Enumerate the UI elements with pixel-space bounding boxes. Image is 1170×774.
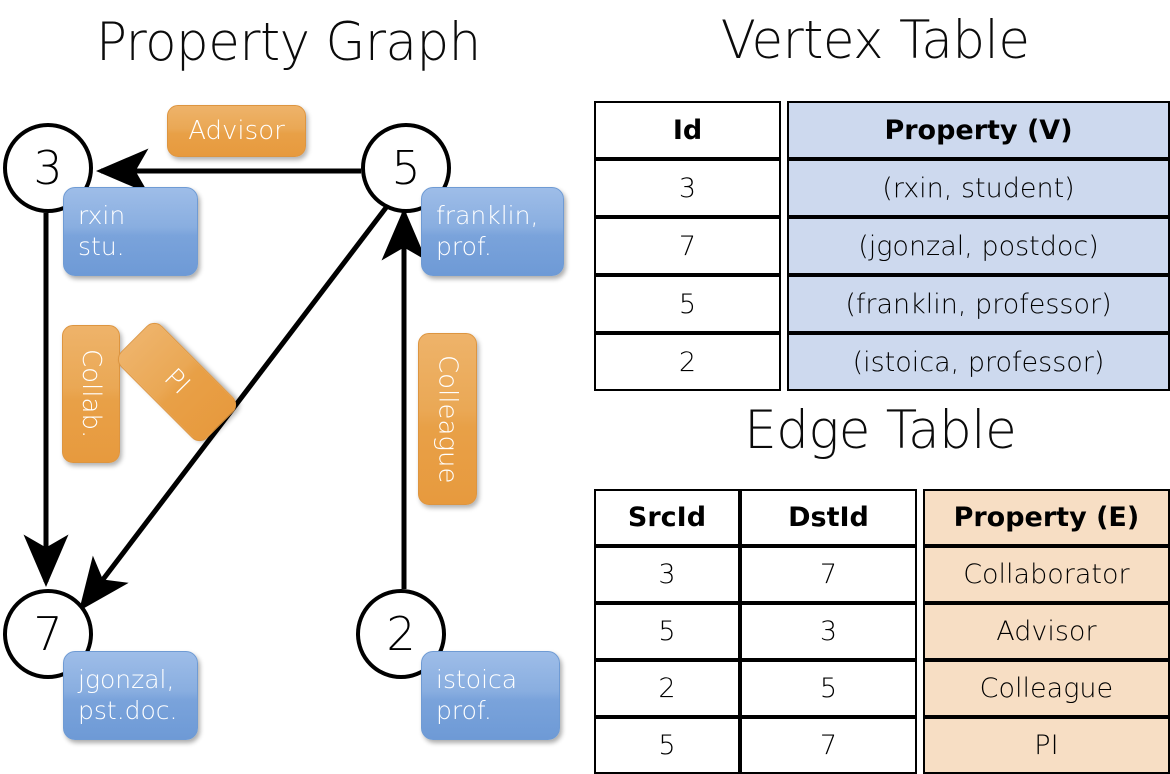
column-gap <box>917 603 923 660</box>
column-gap <box>781 333 787 391</box>
table-row[interactable]: 5 (franklin, professor) <box>594 275 1170 333</box>
vertex-label: 5 <box>391 141 421 195</box>
table-header-row: Id Property (V) <box>594 101 1170 159</box>
edge-label-text: Advisor <box>188 116 285 146</box>
cell-property: (franklin, professor) <box>787 275 1170 333</box>
column-gap <box>781 101 787 159</box>
column-gap <box>917 546 923 603</box>
table-row[interactable]: 2 (istoica, professor) <box>594 333 1170 391</box>
edge-label-text: Collab. <box>76 349 106 439</box>
edge-label-text: PI <box>158 363 196 401</box>
cell-property: Collaborator <box>922 546 1170 603</box>
cell-property: (istoica, professor) <box>787 333 1170 391</box>
page-title-vertex-table: Vertex Table <box>720 10 1030 71</box>
cell-dstid: 5 <box>739 660 917 717</box>
table-row[interactable]: 7 (jgonzal, postdoc) <box>594 217 1170 275</box>
cell-property: PI <box>922 717 1170 774</box>
vertex-property-chip-2[interactable]: istoica prof. <box>421 651 560 740</box>
column-gap <box>781 275 787 333</box>
column-header-property-e: Property (E) <box>922 489 1170 546</box>
page-title-edge-table: Edge Table <box>744 400 1017 461</box>
page-title-property-graph: Property Graph <box>95 12 481 73</box>
vertex-property-chip-5[interactable]: franklin, prof. <box>421 187 564 276</box>
chip-line-2: prof. <box>436 232 492 261</box>
cell-property: Advisor <box>922 603 1170 660</box>
cell-dstid: 7 <box>739 546 917 603</box>
column-gap <box>917 660 923 717</box>
chip-line-2: stu. <box>78 232 125 261</box>
chip-line-1: istoica <box>436 665 518 694</box>
edge-label-text: Colleague <box>432 354 463 484</box>
cell-dstid: 3 <box>739 603 917 660</box>
cell-property: (jgonzal, postdoc) <box>787 217 1170 275</box>
chip-line-1: franklin, <box>436 201 539 230</box>
chip-line-2: prof. <box>436 696 492 725</box>
table-row[interactable]: 2 5 Colleague <box>594 660 1170 717</box>
cell-dstid: 7 <box>739 717 917 774</box>
column-header-id: Id <box>594 101 781 159</box>
cell-srcid: 5 <box>594 717 740 774</box>
cell-property: Colleague <box>922 660 1170 717</box>
column-gap <box>917 489 923 546</box>
vertex-label: 3 <box>33 141 63 195</box>
chip-line-1: rxin <box>78 201 126 230</box>
vertex-property-chip-7[interactable]: jgonzal, pst.doc. <box>63 651 198 740</box>
column-gap <box>781 217 787 275</box>
property-graph-diagram: 3 5 7 2 rxin stu. franklin, prof. jgonza… <box>0 88 585 760</box>
cell-srcid: 3 <box>594 546 740 603</box>
chip-line-2: pst.doc. <box>78 696 178 725</box>
table-row[interactable]: 5 7 PI <box>594 717 1170 774</box>
cell-id: 2 <box>594 333 781 391</box>
column-header-dstid: DstId <box>739 489 917 546</box>
edge-label-chip-advisor[interactable]: Advisor <box>167 105 306 157</box>
cell-srcid: 2 <box>594 660 740 717</box>
vertex-label: 2 <box>386 607 416 661</box>
table-row[interactable]: 3 (rxin, student) <box>594 159 1170 217</box>
edge-label-chip-colleague[interactable]: Colleague <box>418 333 477 505</box>
chip-line-1: jgonzal, <box>78 665 175 694</box>
column-gap <box>917 717 923 774</box>
vertex-property-chip-3[interactable]: rxin stu. <box>63 187 198 276</box>
cell-id: 7 <box>594 217 781 275</box>
graph-vertex-5[interactable]: 5 <box>361 123 451 213</box>
vertex-table: Id Property (V) 3 (rxin, student) 7 (jgo… <box>594 101 1170 391</box>
column-header-property-v: Property (V) <box>787 101 1170 159</box>
vertex-label: 7 <box>33 607 63 661</box>
cell-id: 5 <box>594 275 781 333</box>
edge-table: SrcId DstId Property (E) 3 7 Collaborato… <box>594 489 1170 774</box>
graph-vertex-3[interactable]: 3 <box>3 123 93 213</box>
column-gap <box>781 159 787 217</box>
table-row[interactable]: 3 7 Collaborator <box>594 546 1170 603</box>
cell-id: 3 <box>594 159 781 217</box>
column-header-srcid: SrcId <box>594 489 740 546</box>
table-row[interactable]: 5 3 Advisor <box>594 603 1170 660</box>
cell-property: (rxin, student) <box>787 159 1170 217</box>
edge-label-chip-collab[interactable]: Collab. <box>62 325 120 463</box>
table-header-row: SrcId DstId Property (E) <box>594 489 1170 546</box>
cell-srcid: 5 <box>594 603 740 660</box>
